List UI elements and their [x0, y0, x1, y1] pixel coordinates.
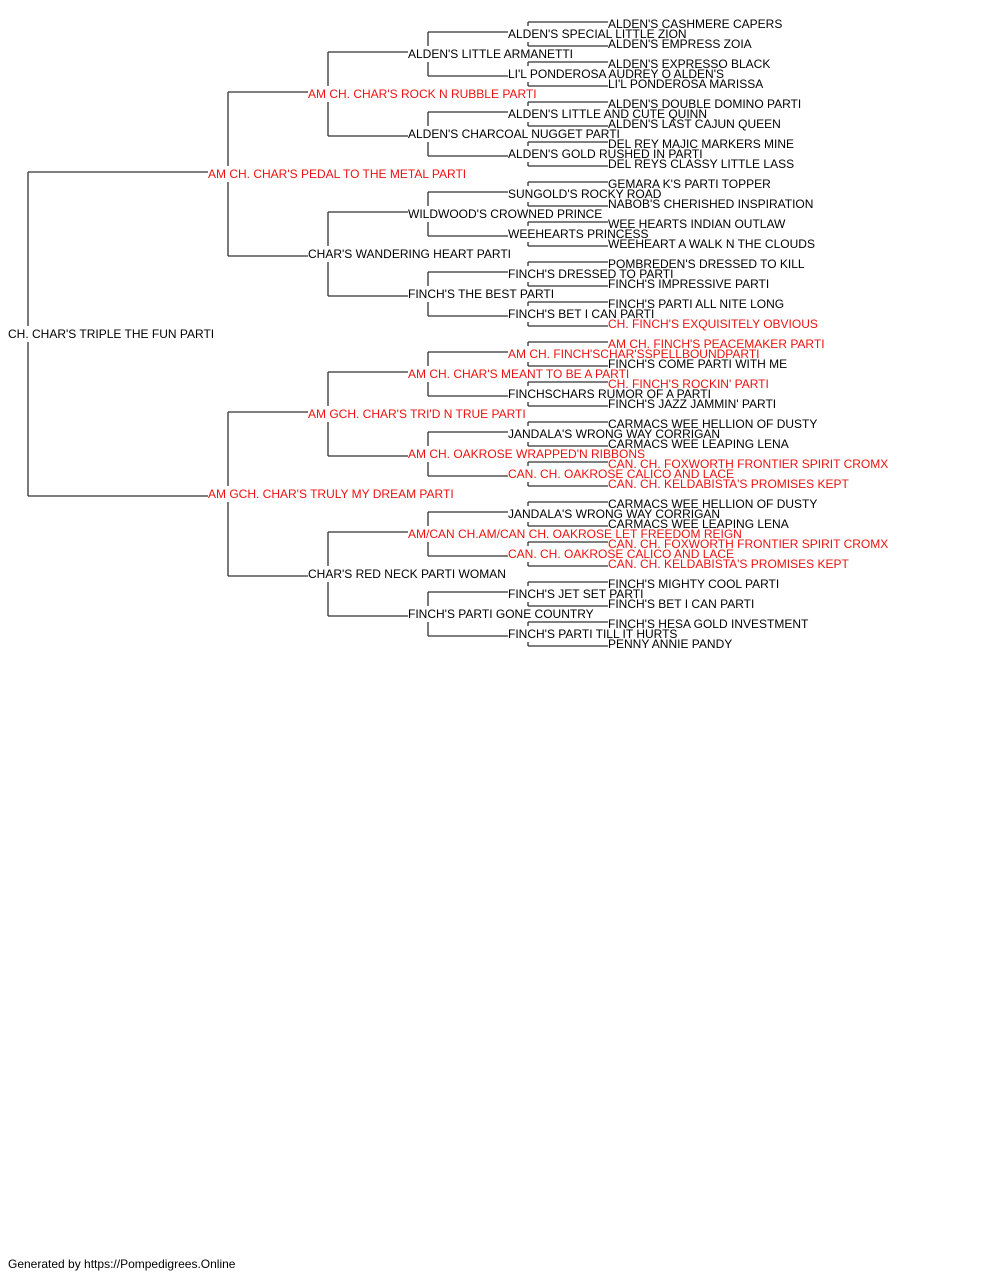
- ancestor-name-gen5: GEMARA K'S PARTI TOPPER: [608, 177, 771, 191]
- ancestor-name-gen4: LI'L PONDEROSA AUDREY O ALDEN'S: [508, 67, 724, 81]
- ancestor-name-gen3: ALDEN'S LITTLE ARMANETTI: [408, 47, 573, 61]
- ancestor-name-gen3: AM CH. CHAR'S MEANT TO BE A PARTI: [408, 367, 630, 381]
- ancestor-name-gen4: FINCH'S BET I CAN PARTI: [508, 307, 655, 321]
- ancestor-name-gen1: AM CH. CHAR'S PEDAL TO THE METAL PARTI: [208, 167, 467, 181]
- ancestor-name-gen4: CAN. CH. OAKROSE CALICO AND LACE: [508, 467, 735, 481]
- ancestor-name-gen5: CARMACS WEE LEAPING LENA: [608, 517, 789, 531]
- ancestor-name-gen5: LI'L PONDEROSA MARISSA: [608, 77, 764, 91]
- ancestor-name-gen4: CAN. CH. OAKROSE CALICO AND LACE: [508, 547, 735, 561]
- ancestor-name-gen4: FINCH'S DRESSED TO PARTI: [508, 267, 674, 281]
- footer-credit: Generated by https://Pompedigrees.Online: [8, 1257, 236, 1271]
- ancestor-name-gen5: PENNY ANNIE PANDY: [608, 637, 733, 651]
- ancestor-name-gen5: ALDEN'S EMPRESS ZOIA: [608, 37, 752, 51]
- ancestor-name-gen5: CH. FINCH'S EXQUISITELY OBVIOUS: [608, 317, 818, 331]
- ancestor-name-gen5: DEL REYS CLASSY LITTLE LASS: [608, 157, 795, 171]
- ancestor-name-gen5: FINCH'S JAZZ JAMMIN' PARTI: [608, 397, 777, 411]
- ancestor-name-gen5: CARMACS WEE LEAPING LENA: [608, 437, 789, 451]
- ancestor-name-gen4: ALDEN'S GOLD RUSHED IN PARTI: [508, 147, 703, 161]
- ancestor-name-gen5: FINCH'S HESA GOLD INVESTMENT: [608, 617, 809, 631]
- ancestor-name-gen5: CAN. CH. FOXWORTH FRONTIER SPIRIT CROMX: [608, 457, 889, 471]
- ancestor-name-gen5: ALDEN'S CASHMERE CAPERS: [608, 17, 783, 31]
- ancestor-name-gen5: ALDEN'S LAST CAJUN QUEEN: [608, 117, 781, 131]
- ancestor-name-gen1: AM GCH. CHAR'S TRULY MY DREAM PARTI: [208, 487, 454, 501]
- ancestor-name-gen5: POMBREDEN'S DRESSED TO KILL: [608, 257, 805, 271]
- ancestor-name-gen4: WEEHEARTS PRINCESS: [508, 227, 649, 241]
- subject-dog-name: CH. CHAR'S TRIPLE THE FUN PARTI: [8, 327, 215, 341]
- ancestor-name-gen4: JANDALA'S WRONG WAY CORRIGAN: [508, 507, 721, 521]
- ancestor-name-gen5: FINCH'S PARTI ALL NITE LONG: [608, 297, 785, 311]
- ancestor-name-gen4: FINCH'S PARTI TILL IT HURTS: [508, 627, 678, 641]
- ancestor-name-gen3: FINCH'S THE BEST PARTI: [408, 287, 555, 301]
- ancestor-name-gen5: FINCH'S BET I CAN PARTI: [608, 597, 755, 611]
- ancestor-name-gen2: CHAR'S RED NECK PARTI WOMAN: [308, 567, 506, 581]
- ancestor-name-gen3: AM CH. OAKROSE WRAPPED'N RIBBONS: [408, 447, 645, 461]
- ancestor-name-gen5: CAN. CH. KELDABISTA'S PROMISES KEPT: [608, 557, 849, 571]
- ancestor-name-gen5: ALDEN'S EXPRESSO BLACK: [608, 57, 771, 71]
- ancestor-name-gen5: CAN. CH. FOXWORTH FRONTIER SPIRIT CROMX: [608, 537, 889, 551]
- ancestor-name-gen5: CARMACS WEE HELLION OF DUSTY: [608, 497, 818, 511]
- ancestor-name-gen5: DEL REY MAJIC MARKERS MINE: [608, 137, 795, 151]
- ancestor-name-gen4: FINCHSCHARS RUMOR OF A PARTI: [508, 387, 711, 401]
- ancestor-name-gen5: CARMACS WEE HELLION OF DUSTY: [608, 417, 818, 431]
- ancestor-name-gen5: FINCH'S MIGHTY COOL PARTI: [608, 577, 780, 591]
- ancestor-name-gen2: AM GCH. CHAR'S TRI'D N TRUE PARTI: [308, 407, 526, 421]
- ancestor-name-gen5: WEE HEARTS INDIAN OUTLAW: [608, 217, 786, 231]
- ancestor-name-gen5: NABOB'S CHERISHED INSPIRATION: [608, 197, 814, 211]
- ancestor-name-gen3: FINCH'S PARTI GONE COUNTRY: [408, 607, 594, 621]
- ancestor-name-gen3: WILDWOOD'S CROWNED PRINCE: [408, 207, 603, 221]
- ancestor-name-gen4: SUNGOLD'S ROCKY ROAD: [508, 187, 662, 201]
- ancestor-name-gen5: CAN. CH. KELDABISTA'S PROMISES KEPT: [608, 477, 849, 491]
- ancestor-name-gen3: ALDEN'S CHARCOAL NUGGET PARTI: [408, 127, 620, 141]
- ancestor-name-gen2: AM CH. CHAR'S ROCK N RUBBLE PARTI: [308, 87, 537, 101]
- ancestor-name-gen5: AM CH. FINCH'S PEACEMAKER PARTI: [608, 337, 825, 351]
- ancestor-name-gen5: FINCH'S IMPRESSIVE PARTI: [608, 277, 770, 291]
- ancestor-name-gen5: FINCH'S COME PARTI WITH ME: [608, 357, 788, 371]
- ancestor-name-gen4: JANDALA'S WRONG WAY CORRIGAN: [508, 427, 721, 441]
- ancestor-name-gen5: ALDEN'S DOUBLE DOMINO PARTI: [608, 97, 802, 111]
- ancestor-name-gen5: WEEHEART A WALK N THE CLOUDS: [608, 237, 815, 251]
- ancestor-name-gen3: AM/CAN CH.AM/CAN CH. OAKROSE LET FREEDOM…: [408, 527, 742, 541]
- ancestor-name-gen4: FINCH'S JET SET PARTI: [508, 587, 644, 601]
- ancestor-name-gen5: CH. FINCH'S ROCKIN' PARTI: [608, 377, 769, 391]
- ancestor-name-gen4: ALDEN'S LITTLE AND CUTE QUINN: [508, 107, 707, 121]
- ancestor-name-gen2: CHAR'S WANDERING HEART PARTI: [308, 247, 511, 261]
- ancestor-name-gen4: AM CH. FINCH'SCHAR'SSPELLBOUNDPARTI: [508, 347, 760, 361]
- ancestor-name-gen4: ALDEN'S SPECIAL LITTLE ZION: [508, 27, 687, 41]
